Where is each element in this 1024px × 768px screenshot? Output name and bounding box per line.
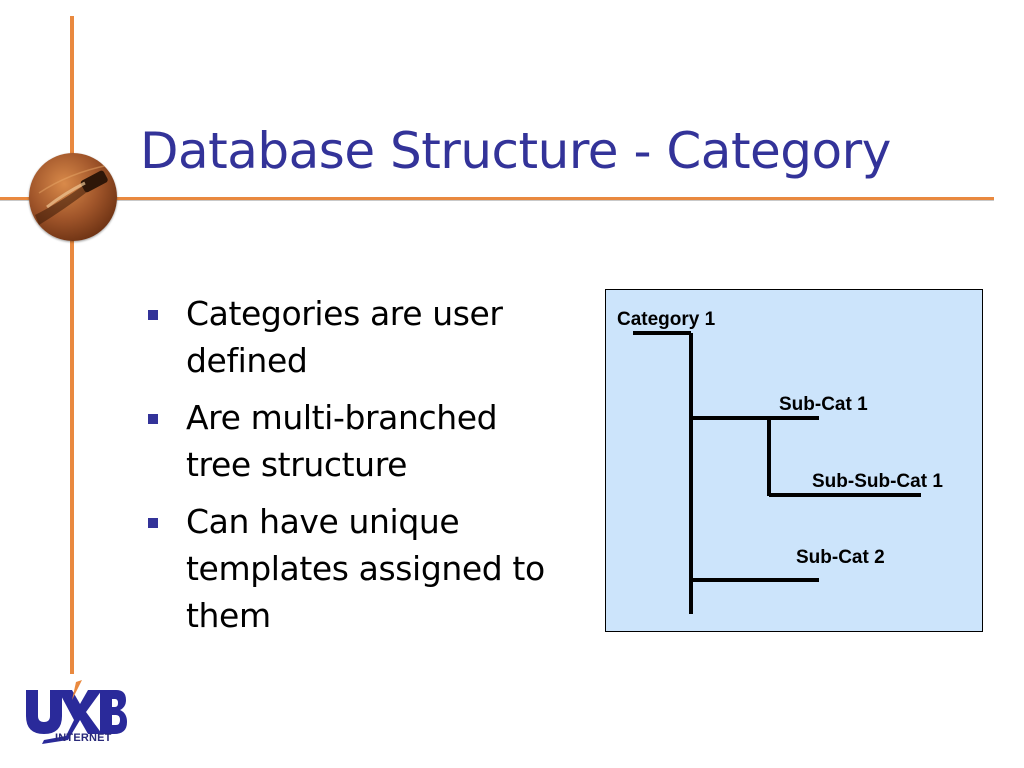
horizontal-accent-shadow — [0, 200, 994, 201]
node-sub-cat-2: Sub-Cat 2 — [796, 547, 885, 568]
bullet-marker — [148, 310, 158, 320]
bullet-text: Are multi-branched tree structure — [186, 398, 498, 484]
bullet-marker — [148, 518, 158, 528]
node-category-1: Category 1 — [617, 309, 716, 330]
bullet-item: Are multi-branched tree structure — [148, 394, 548, 488]
category-tree-diagram: Category 1 Sub-Cat 1 Sub-Sub-Cat 1 Sub-C… — [605, 289, 983, 632]
node-sub-cat-1: Sub-Cat 1 — [779, 394, 868, 415]
uxb-logo — [26, 680, 127, 744]
bullet-text: Can have unique templates assigned to th… — [186, 502, 545, 635]
logo-subtext: INTERNET — [55, 732, 112, 744]
node-sub-sub-cat-1: Sub-Sub-Cat 1 — [812, 471, 943, 492]
bullet-item: Categories are user defined — [148, 290, 548, 384]
bullet-text: Categories are user defined — [186, 294, 503, 380]
bullet-item: Can have unique templates assigned to th… — [148, 498, 548, 639]
horizontal-accent-line — [0, 197, 994, 200]
bullet-list: Categories are user defined Are multi-br… — [148, 290, 548, 649]
brush-disc-image — [29, 153, 117, 241]
slide-title: Database Structure - Category — [140, 122, 891, 180]
vertical-accent-line — [70, 16, 74, 674]
bullet-marker — [148, 414, 158, 424]
